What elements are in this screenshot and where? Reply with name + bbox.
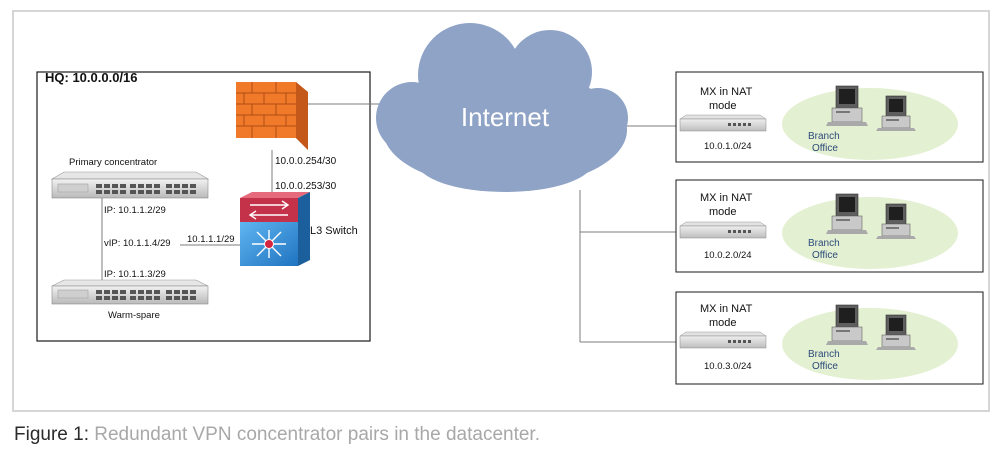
switch-label: L3 Switch	[310, 225, 358, 237]
office-label-line1: Branch	[808, 131, 840, 142]
workstation-icon	[826, 304, 868, 345]
branch-site-1: MX in NAT mode 10.0.1.0/24 Branch Office	[675, 71, 984, 163]
mx-label-line2: mode	[709, 317, 737, 329]
workstation-icon	[876, 314, 916, 350]
mx-appliance-icon	[679, 221, 767, 239]
connection-lines	[101, 103, 678, 343]
primary-ip: IP: 10.1.1.2/29	[104, 205, 166, 216]
firewall-icon	[236, 82, 308, 150]
hq-title: HQ: 10.0.0.0/16	[45, 70, 138, 85]
switch-ip: 10.1.1.1/29	[187, 234, 235, 245]
firewall-ip: 10.0.0.254/30	[275, 156, 337, 167]
office-label-line2: Office	[812, 361, 838, 372]
branch-subnet: 10.0.3.0/24	[704, 361, 752, 372]
vip-label: vIP: 10.1.1.4/29	[104, 238, 171, 249]
mx-label-line2: mode	[709, 100, 737, 112]
hq-box	[36, 71, 371, 342]
mx-label-line1: MX in NAT	[700, 86, 753, 98]
workstation-icon	[826, 193, 868, 234]
branch-office-area	[782, 197, 958, 269]
office-label-line1: Branch	[808, 349, 840, 360]
workstation-icon	[876, 95, 916, 131]
internet-label: Internet	[461, 102, 550, 132]
figure-caption: Figure 1: Redundant VPN concentrator pai…	[14, 424, 540, 446]
office-label-line2: Office	[812, 143, 838, 154]
mx-label-line2: mode	[709, 206, 737, 218]
internet-cloud: Internet	[376, 23, 628, 192]
branch-site-2: MX in NAT mode 10.0.2.0/24 Branch Office	[675, 179, 984, 273]
workstation-icon	[826, 85, 868, 126]
mx-label-line1: MX in NAT	[700, 192, 753, 204]
branch-office-area	[782, 88, 958, 160]
mx-label-line1: MX in NAT	[700, 303, 753, 315]
office-label-line1: Branch	[808, 238, 840, 249]
branch-subnet: 10.0.1.0/24	[704, 141, 752, 152]
office-label-line2: Office	[812, 250, 838, 261]
mx-appliance-icon	[679, 331, 767, 349]
mx-appliance-icon	[679, 114, 767, 132]
switch-uplink-ip: 10.0.0.253/30	[275, 181, 337, 192]
branch-site-3: MX in NAT mode 10.0.3.0/24 Branch Office	[675, 291, 984, 385]
l3-switch-icon	[240, 192, 310, 266]
primary-concentrator-device	[50, 171, 210, 199]
workstation-icon	[876, 203, 916, 239]
spare-ip: IP: 10.1.1.3/29	[104, 269, 166, 280]
caption-text: Redundant VPN concentrator pairs in the …	[88, 424, 540, 445]
spare-label: Warm-spare	[108, 310, 160, 321]
branch-subnet: 10.0.2.0/24	[704, 250, 752, 261]
warm-spare-device	[51, 279, 209, 305]
caption-prefix: Figure 1:	[14, 424, 89, 445]
branch-office-area	[782, 308, 958, 380]
primary-label: Primary concentrator	[69, 157, 157, 168]
